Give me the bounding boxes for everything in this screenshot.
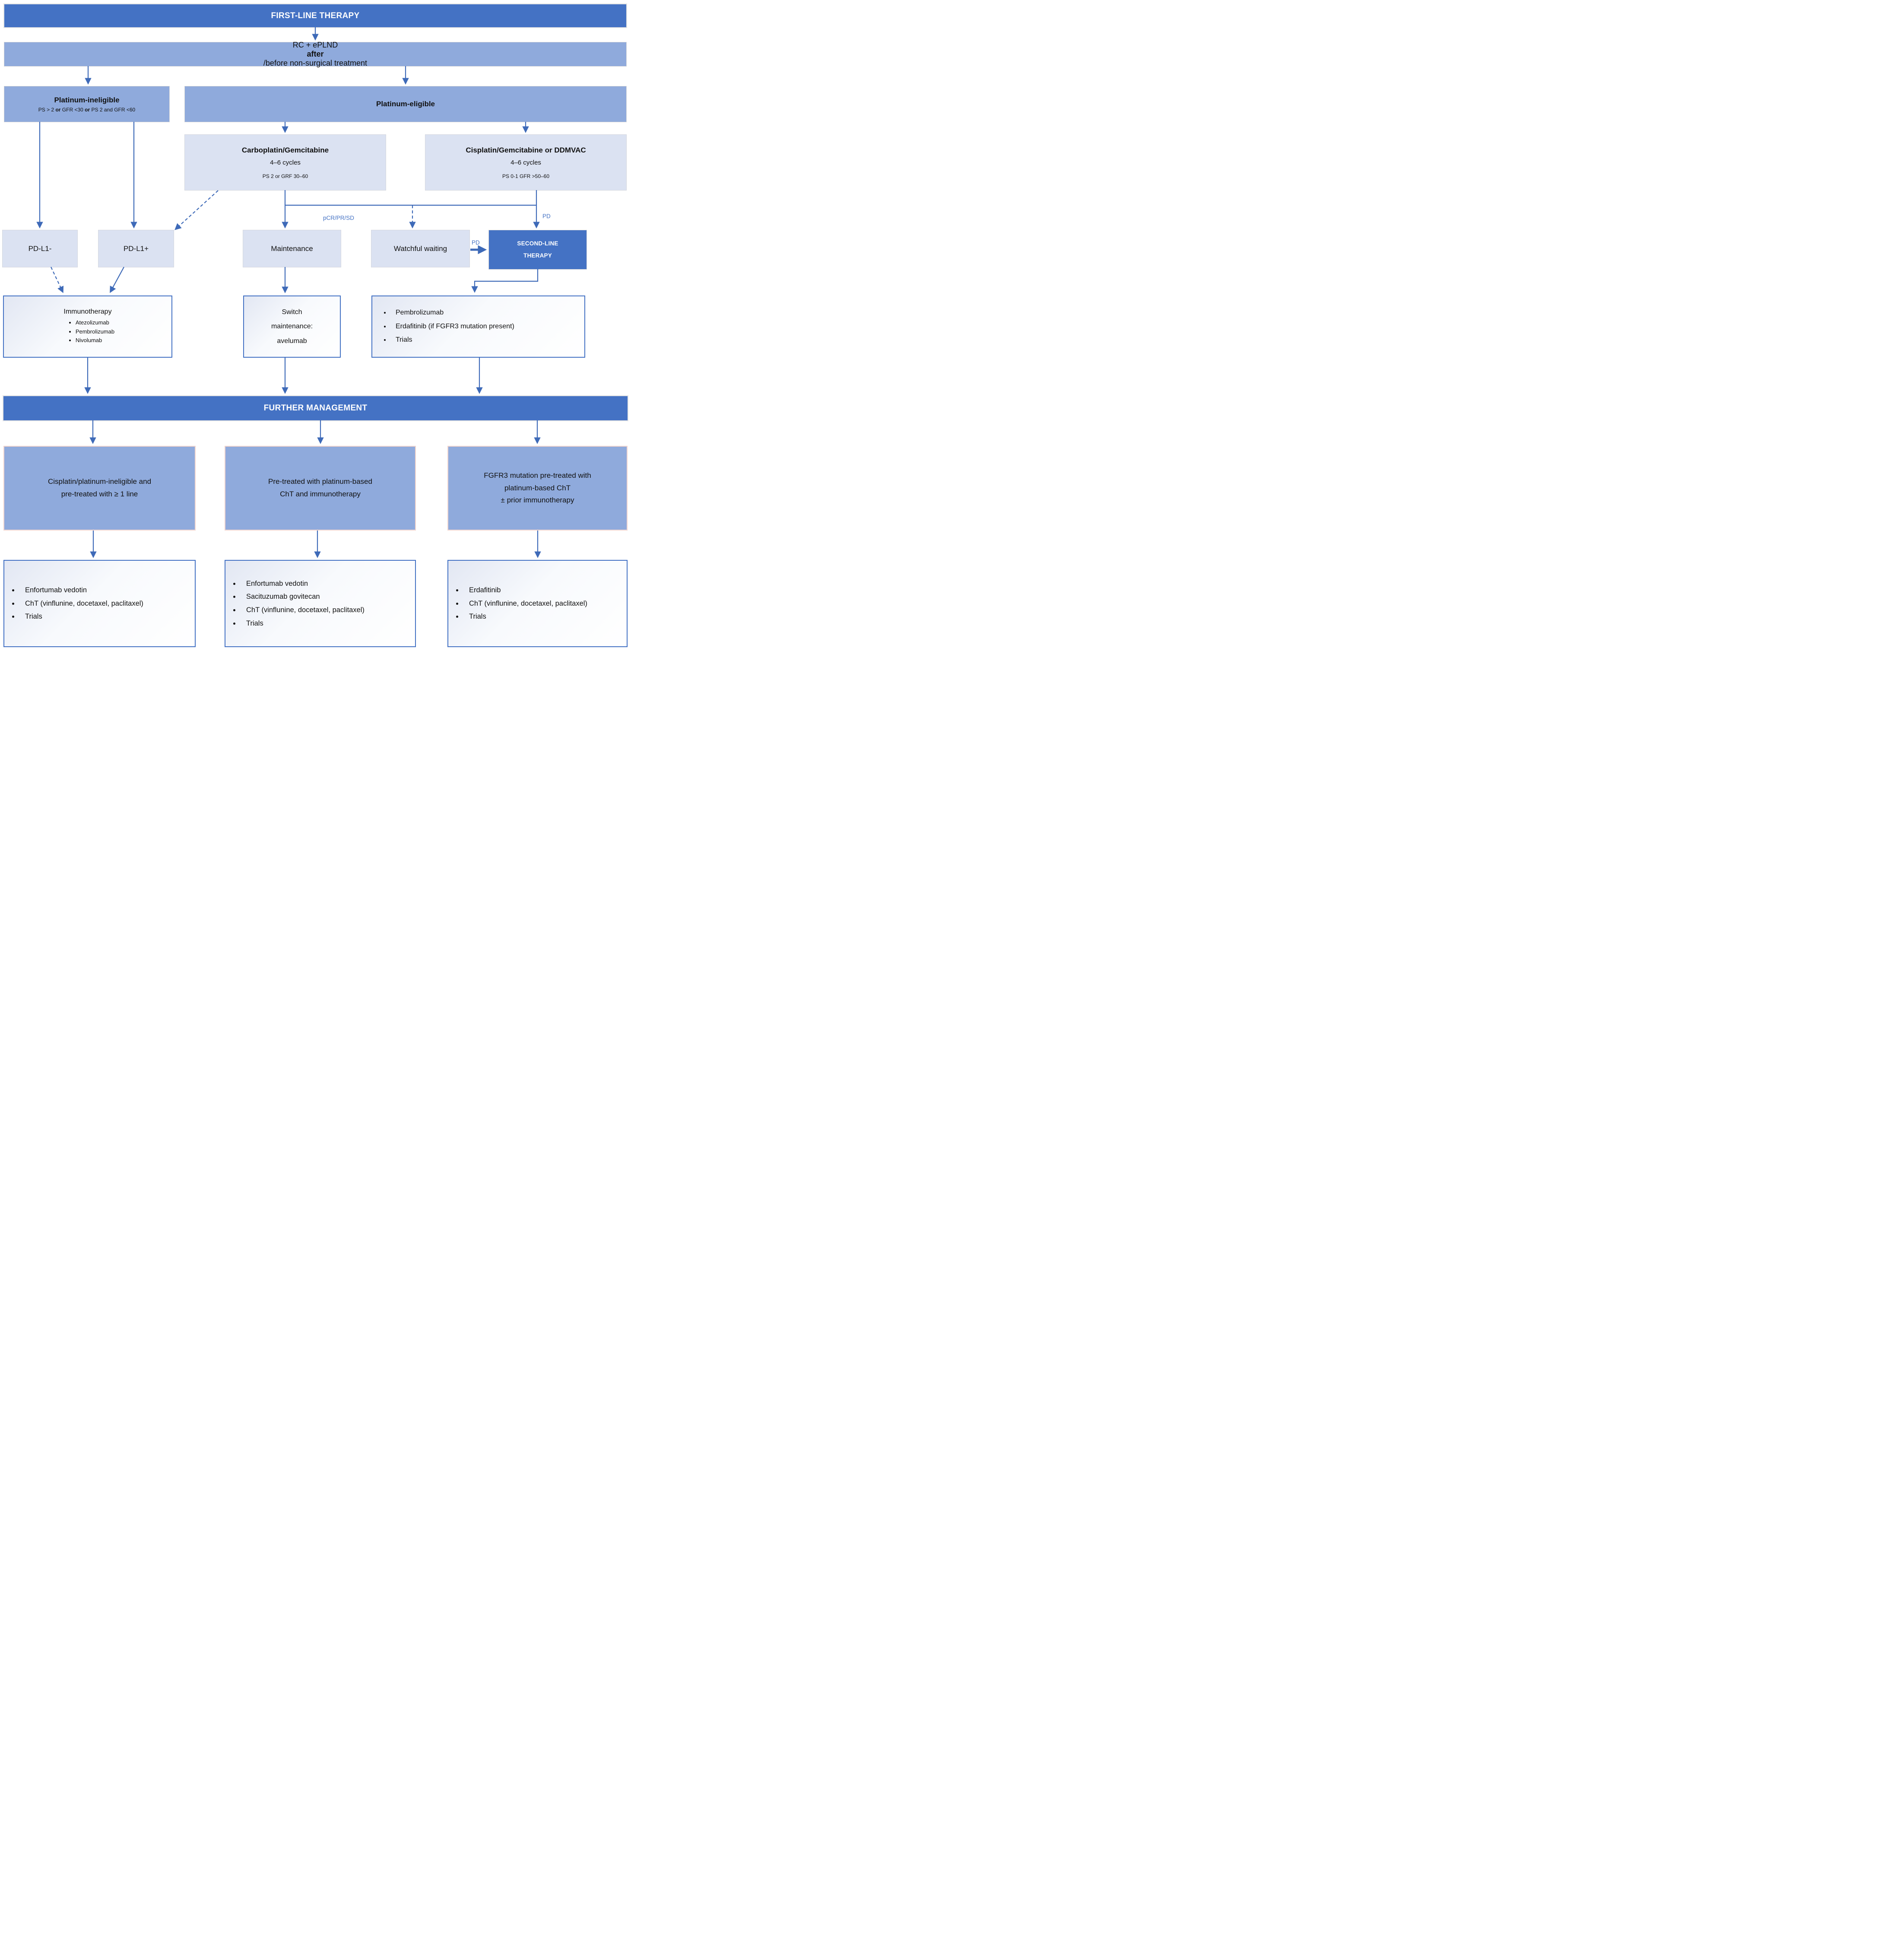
platinum-ineligible-title: Platinum-ineligible [54, 95, 120, 104]
cisplatin-cycles: 4–6 cycles [511, 159, 541, 166]
list-item: Enfortumab vedotin [19, 585, 143, 596]
list-item: Trials [390, 335, 514, 346]
list-item: Erdafitinib [463, 585, 587, 596]
group3-line2: platinum-based ChT [504, 483, 571, 492]
treatment-flowchart: FIRST-LINE THERAPY RC + ePLND after/befo… [0, 0, 631, 653]
banner-further-management: FURTHER MANAGEMENT [3, 396, 628, 420]
list-item: Trials [240, 618, 365, 629]
box-maintenance: Maintenance [243, 230, 341, 267]
list-item: Nivolumab [76, 336, 114, 345]
arrow-carboplatin-to-pdl1-positive-dashed [174, 190, 219, 230]
second-line-options-list: PembrolizumabErdafitinib (if FGFR3 mutat… [372, 305, 514, 349]
group3-line3: ± prior immunotherapy [501, 496, 574, 505]
connector-response-tree [284, 190, 537, 206]
list-item: ChT (vinflunine, docetaxel, paclitaxel) [240, 605, 365, 616]
list-item: Trials [19, 611, 143, 622]
group1-line1: Cisplatin/platinum-ineligible and [48, 477, 152, 486]
options-group3-list: ErdafitinibChT (vinflunine, docetaxel, p… [448, 582, 587, 625]
label-pd-progression: PD [542, 213, 551, 219]
box-rc-eplnd: RC + ePLND after/before non-surgical tre… [4, 41, 626, 67]
immunotherapy-title: Immunotherapy [63, 308, 112, 315]
box-options-group1: Enfortumab vedotinChT (vinflunine, docet… [3, 560, 196, 647]
options-group2-list: Enfortumab vedotinSacituzumab govitecanC… [225, 576, 365, 632]
group2-line1: Pre-treated with platinum-based [268, 477, 372, 486]
box-options-group2: Enfortumab vedotinSacituzumab govitecanC… [225, 560, 416, 647]
box-group-fgfr3-mutation: FGFR3 mutation pre-treated with platinum… [447, 446, 628, 531]
list-item: ChT (vinflunine, docetaxel, paclitaxel) [463, 598, 587, 609]
cisplatin-title: Cisplatin/Gemcitabine or DDMVAC [466, 146, 586, 154]
arrow-second-line-to-options [471, 269, 539, 293]
carboplatin-cycles: 4–6 cycles [270, 159, 301, 166]
box-second-line-options: PembrolizumabErdafitinib (if FGFR3 mutat… [371, 295, 585, 358]
options-group1-list: Enfortumab vedotinChT (vinflunine, docet… [4, 582, 143, 625]
label-pcr-pr-sd: pCR/PR/SD [323, 215, 354, 221]
platinum-ineligible-criteria: PS > 2 or GFR <30 or PS 2 and GFR <60 [38, 106, 136, 113]
arrow-pdl1-negative-to-immunotherapy-dashed [51, 267, 64, 293]
box-pdl1-positive: PD-L1+ [98, 230, 174, 267]
box-pdl1-negative: PD-L1- [3, 230, 77, 267]
list-item: Enfortumab vedotin [240, 578, 365, 589]
box-platinum-ineligible: Platinum-ineligible PS > 2 or GFR <30 or… [4, 86, 169, 122]
group1-line2: pre-treated with ≥ 1 line [61, 490, 138, 498]
list-item: ChT (vinflunine, docetaxel, paclitaxel) [19, 598, 143, 609]
box-group-pretreated-platinum: Pre-treated with platinum-based ChT and … [225, 446, 416, 531]
box-cisplatin-gemcitabine-ddmvac: Cisplatin/Gemcitabine or DDMVAC 4–6 cycl… [425, 135, 626, 190]
box-platinum-eligible: Platinum-eligible [185, 86, 626, 122]
switch-maintenance-label: Switch maintenance: avelumab [271, 308, 313, 345]
list-item: Atezolizumab [76, 318, 114, 327]
box-immunotherapy: Immunotherapy AtezolizumabPembrolizumabN… [3, 295, 172, 358]
carboplatin-title: Carboplatin/Gemcitabine [241, 146, 329, 154]
platinum-eligible-title: Platinum-eligible [376, 100, 435, 108]
list-item: Erdafitinib (if FGFR3 mutation present) [390, 321, 514, 332]
box-switch-maintenance: Switch maintenance: avelumab [243, 295, 341, 358]
cisplatin-criteria: PS 0-1 GFR >50–60 [502, 173, 550, 179]
label-pd-watchful: PD [472, 239, 480, 246]
arrow-pdl1-positive-to-immunotherapy [110, 267, 124, 293]
list-item: Sacituzumab govitecan [240, 591, 365, 602]
group2-line2: ChT and immunotherapy [280, 490, 361, 498]
box-carboplatin-gemcitabine: Carboplatin/Gemcitabine 4–6 cycles PS 2 … [185, 135, 386, 190]
list-item: Pembrolizumab [76, 327, 114, 337]
carboplatin-criteria: PS 2 or GRF 30–60 [262, 173, 308, 179]
box-group-cisplatin-ineligible: Cisplatin/platinum-ineligible and pre-tr… [3, 446, 196, 531]
immunotherapy-list: AtezolizumabPembrolizumabNivolumab [61, 318, 114, 345]
box-watchful-waiting: Watchful waiting [371, 230, 469, 267]
second-line-therapy-label: SECOND-LINE THERAPY [517, 240, 558, 259]
list-item: Pembrolizumab [390, 308, 514, 318]
box-options-group3: ErdafitinibChT (vinflunine, docetaxel, p… [447, 560, 628, 647]
box-second-line-therapy: SECOND-LINE THERAPY [489, 230, 587, 269]
list-item: Trials [463, 611, 587, 622]
group3-line1: FGFR3 mutation pre-treated with [484, 471, 591, 480]
banner-first-line-therapy: FIRST-LINE THERAPY [4, 4, 626, 27]
